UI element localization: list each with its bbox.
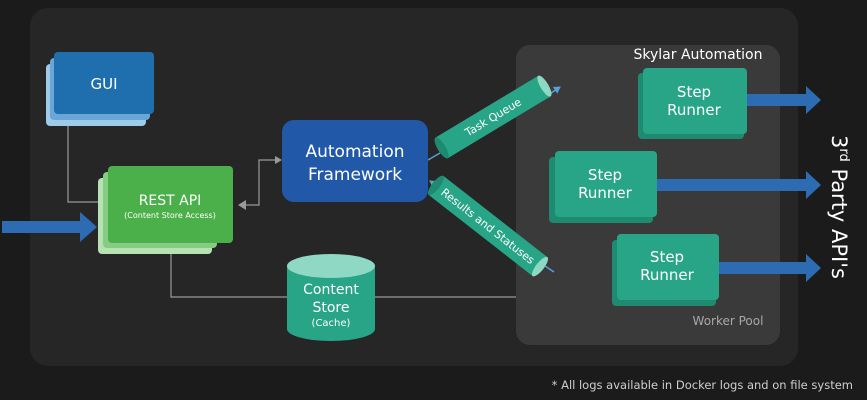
- incoming-arrow: [2, 212, 97, 242]
- step-runner-1-line1: Step: [677, 83, 711, 101]
- step-runner-2[interactable]: Step Runner: [549, 151, 657, 223]
- rest-api-title: REST API: [139, 193, 202, 209]
- footnote: * All logs available in Docker logs and …: [552, 378, 853, 392]
- rest-api-box[interactable]: REST API (Content Store Access): [98, 166, 233, 254]
- step-runner-3-line1: Step: [650, 248, 684, 266]
- connector-rest-to-gui: [64, 115, 102, 203]
- connector-framework-task: [427, 152, 441, 161]
- third-party-apis-base: 3: [827, 135, 851, 148]
- third-party-apis-sup: rd: [836, 148, 851, 161]
- connectors: [64, 86, 561, 298]
- gui-label: GUI: [90, 75, 117, 93]
- step-runner-3[interactable]: Step Runner: [612, 234, 719, 306]
- connector-rest-to-framework: [240, 156, 282, 206]
- content-store-line1: Content: [303, 282, 359, 298]
- rest-api-subtitle: (Content Store Access): [124, 211, 216, 220]
- step-runner-3-output-arrow: [719, 254, 821, 282]
- framework-label-line1: Automation: [305, 142, 404, 162]
- automation-framework-box[interactable]: Automation Framework: [282, 120, 428, 202]
- step-runner-2-output-arrow: [657, 171, 821, 199]
- content-store-cylinder[interactable]: Content Store (Cache): [287, 254, 375, 341]
- pool-footer: Worker Pool: [693, 314, 764, 328]
- step-runner-2-line1: Step: [588, 166, 622, 184]
- third-party-apis-rest: Party API's: [827, 162, 851, 279]
- step-runner-1-output-arrow: [747, 86, 821, 114]
- gui-box[interactable]: GUI: [46, 52, 154, 126]
- third-party-apis-label: 3rd Party API's: [827, 135, 851, 279]
- step-runner-1-line2: Runner: [667, 101, 721, 119]
- step-runner-2-line2: Runner: [578, 184, 632, 202]
- content-store-line2: Store: [312, 300, 349, 316]
- connector-arrowhead: [238, 200, 246, 210]
- pool-title: Skylar Automation: [634, 47, 763, 63]
- content-store-line3: (Cache): [312, 318, 351, 329]
- step-runner-3-line2: Runner: [640, 266, 694, 284]
- connector-store-line: [170, 248, 290, 298]
- framework-label-line2: Framework: [308, 165, 402, 185]
- step-runner-1[interactable]: Step Runner: [638, 68, 747, 139]
